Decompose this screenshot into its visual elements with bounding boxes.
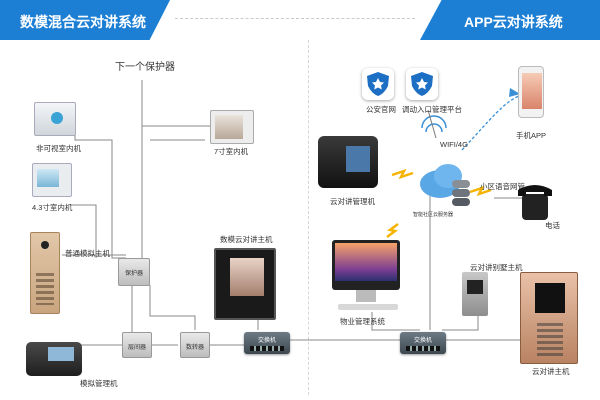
community-net-label: 小区语音网管 [480,182,525,191]
phone-app-label: 手机APP [516,131,547,140]
analog-manager-phone [26,342,82,376]
screen-7 [215,115,243,139]
villa-screen [467,280,483,294]
phone-screen [522,73,542,109]
platform-shield-icon [406,68,438,100]
non-video-indoor-label: 非可视室内机 [36,144,81,153]
wifi-label: WIFI/4G [440,140,468,149]
keypad-icon [36,273,54,305]
next-protector-label: 下一个保护器 [115,62,175,73]
indoor-43-label: 4.3寸室内机 [32,203,73,212]
analog-host-panel [30,232,60,314]
cloud-manager-phone [318,136,378,188]
cloud-manager-screen [346,146,370,172]
right-header-accent: APP云对讲系统 [420,0,600,40]
villa-host-label: 云对讲别墅主机 [470,263,523,272]
keyboard-icon [338,304,398,310]
switch-left-text: 交换机 [257,338,276,344]
cloud-server-label: 智能社区云服务器 [413,212,454,218]
digital-host-screen [230,258,264,296]
cloud-server-icon [418,160,474,215]
splitter-1-text: 层间器 [127,345,146,351]
splitter-box-1: 层间器 [122,332,152,358]
manager-screen [48,347,74,361]
speaker-icon [51,112,63,124]
phone-app-device [518,66,544,118]
telephone-icon [514,180,556,229]
switch-right-text: 交换机 [413,338,432,344]
splitter-2-text: 数转器 [185,345,204,351]
cloud-host-label: 云对讲主机 [532,367,570,376]
left-header: 数模混合云对讲系统 [0,0,170,40]
camera-icon [41,241,49,249]
analog-host-label: 普通模拟主机 [65,249,110,258]
police-shield-icon [362,68,394,100]
top-divider [175,18,415,19]
right-header-title: APP云对讲系统 [464,14,563,30]
digital-host-panel [214,248,276,320]
property-system-label: 物业管理系统 [340,317,385,326]
villa-host-panel [462,272,488,316]
splitter-box-2: 数转器 [180,332,210,358]
digital-host-label: 数模云对讲主机 [220,235,273,244]
protector-box: 保护器 [118,258,150,286]
cloud-host-panel [520,272,578,364]
cloud-host-screen [535,283,565,313]
property-screen [335,243,397,281]
switch-left: 交换机 [244,332,290,354]
screen-43 [37,169,59,187]
telephone-label: 电话 [545,221,560,230]
entry-platform-label: 调动入口管理平台 [402,105,462,114]
cloud-manager-label: 云对讲管理机 [330,197,375,206]
left-header-title: 数模混合云对讲系统 [20,14,146,30]
indoor-7-label: 7寸室内机 [214,147,249,156]
indoor-7-unit [210,110,254,144]
non-video-indoor-unit [34,102,76,136]
switch-right: 交换机 [400,332,446,354]
cloud-host-keypad-icon [537,323,563,357]
center-divider [308,40,309,395]
property-monitor [332,240,400,290]
monitor-stand [356,290,376,302]
indoor-43-unit [32,163,72,197]
police-net-label: 公安官网 [366,105,396,114]
analog-manager-label: 模拟管理机 [80,379,118,388]
protector-text: 保护器 [124,271,143,277]
